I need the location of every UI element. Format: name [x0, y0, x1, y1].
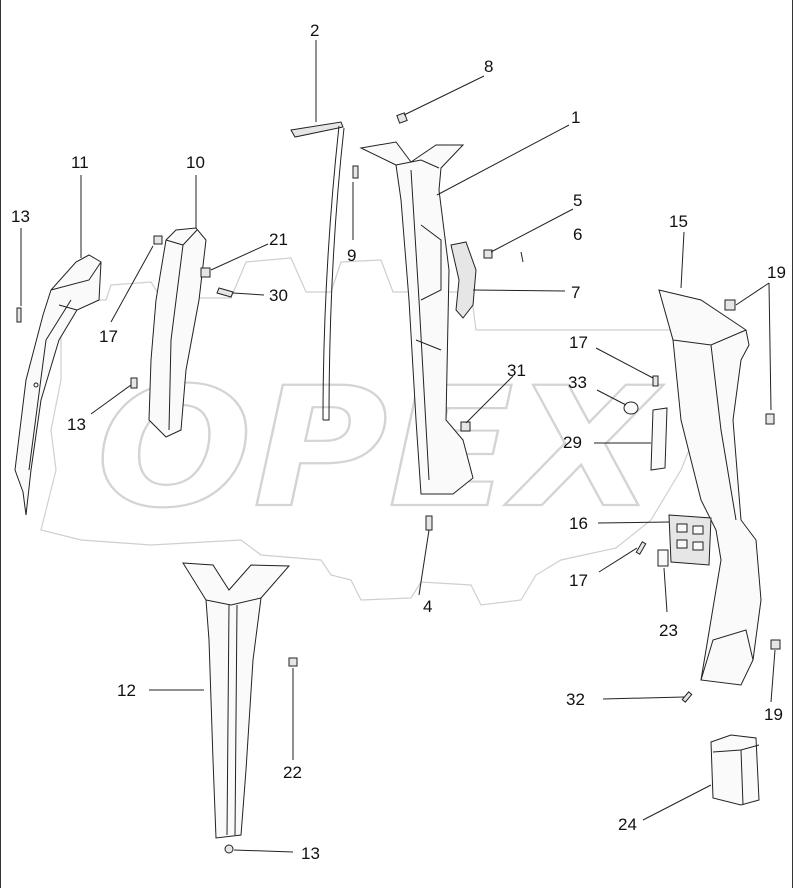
part-10-pillar-trim — [148, 227, 207, 438]
callout-8: 8 — [484, 57, 493, 76]
part-15-pillar-trim — [658, 289, 762, 686]
part-19-clip-b — [724, 299, 736, 311]
part-19-clip-c — [765, 413, 775, 425]
part-19-clip-d — [770, 639, 781, 650]
callout-2: 2 — [310, 21, 319, 40]
fasteners — [16, 112, 781, 854]
callout-17-bottom: 17 — [569, 571, 588, 590]
watermark-text: OPEX — [96, 352, 664, 544]
part-12-pillar-trim — [182, 562, 291, 839]
part-30-fastener — [216, 287, 234, 298]
callout-19-left: 17 — [99, 327, 118, 346]
callout-33: 33 — [568, 373, 587, 392]
callout-1: 1 — [571, 108, 580, 127]
part-29-label — [650, 407, 668, 471]
callout-13-mid: 13 — [67, 415, 86, 434]
callout-23: 23 — [659, 621, 678, 640]
part-9-screw — [352, 165, 359, 179]
part-1-pillar-trim — [359, 141, 477, 495]
callout-10: 10 — [186, 153, 205, 172]
part-24-cover — [710, 734, 760, 806]
callout-labels: 2 8 1 11 10 5 13 15 6 21 9 19 7 30 17 17… — [11, 21, 786, 863]
part-13-screw-b — [130, 377, 138, 389]
callout-17-top: 17 — [569, 333, 588, 352]
part-19-clip-a — [153, 235, 163, 245]
part-5-clip — [483, 249, 493, 259]
part-17-screw-a — [652, 375, 659, 387]
part-21-clip — [200, 267, 211, 278]
part-8-clip — [396, 112, 408, 124]
part-33-plug — [623, 401, 639, 415]
part-7-handle — [450, 241, 477, 319]
callout-30: 30 — [269, 286, 288, 305]
callout-24: 24 — [618, 815, 637, 834]
leader-lines — [20, 40, 776, 853]
part-16-panel — [668, 514, 712, 566]
callout-31: 31 — [507, 361, 526, 380]
callout-6: 6 — [573, 225, 582, 244]
part-4-screw — [425, 515, 433, 531]
callout-19-right-bottom: 19 — [764, 705, 783, 724]
callout-11: 11 — [71, 153, 89, 172]
callout-4: 4 — [423, 597, 432, 616]
part-32-screw — [681, 691, 693, 703]
part-2-seal-strip — [290, 121, 345, 421]
callout-22: 22 — [283, 763, 302, 782]
callout-16: 16 — [569, 514, 588, 533]
callout-12: 12 — [117, 681, 136, 700]
callout-15: 15 — [669, 212, 688, 231]
part-13-screw-c — [224, 844, 234, 854]
callout-29: 29 — [563, 433, 582, 452]
part-11-pillar-trim — [14, 254, 102, 516]
callout-19-right-top: 19 — [767, 263, 786, 282]
callout-32: 32 — [566, 690, 585, 709]
part-31-clip — [460, 421, 471, 432]
part-6-pin — [520, 251, 524, 263]
callout-13-top: 13 — [11, 207, 30, 226]
watermark-gear — [40, 257, 717, 606]
callout-9: 9 — [347, 246, 356, 265]
part-13-screw-a — [16, 307, 22, 323]
callout-21: 21 — [269, 230, 288, 249]
callout-7: 7 — [571, 283, 580, 302]
callout-5: 5 — [573, 191, 582, 210]
part-17-screw-b — [635, 541, 647, 555]
callout-13-bottom: 13 — [301, 844, 320, 863]
part-22-button — [288, 657, 298, 667]
watermark: OPEX — [40, 257, 717, 606]
part-23-clip — [657, 549, 669, 567]
